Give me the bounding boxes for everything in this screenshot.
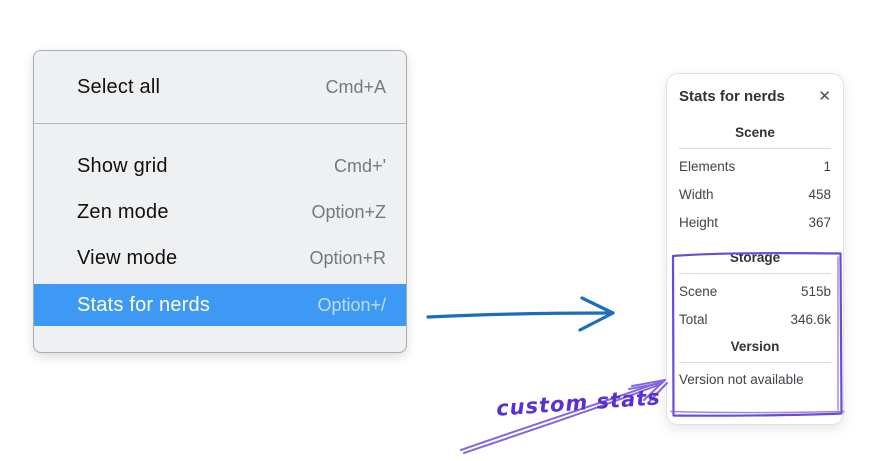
menu-section-main: Show grid Cmd+' Zen mode Option+Z View m… bbox=[34, 124, 406, 326]
stat-value: 1 bbox=[823, 158, 831, 174]
stat-row-height: Height 367 bbox=[679, 208, 831, 236]
stat-row-width: Width 458 bbox=[679, 180, 831, 208]
menu-item-shortcut: Option+Z bbox=[311, 201, 386, 222]
menu-item-label: View mode bbox=[77, 246, 178, 269]
scene-heading: Scene bbox=[735, 125, 775, 140]
stat-value: 346.6k bbox=[790, 311, 831, 327]
menu-item-show-grid[interactable]: Show grid Cmd+' bbox=[34, 143, 406, 189]
stat-value: 515b bbox=[800, 283, 831, 299]
stat-row-elements: Elements 1 bbox=[679, 152, 831, 180]
stat-label: Width bbox=[679, 186, 714, 202]
scene-section: Scene Elements 1 Width 458 Height 367 bbox=[679, 125, 831, 236]
stat-label: Scene bbox=[679, 283, 718, 299]
menu-divider bbox=[34, 123, 406, 124]
menu-item-shortcut: Option+R bbox=[309, 247, 386, 268]
stats-panel-header: Stats for nerds ✕ bbox=[679, 84, 831, 108]
storage-heading: Storage bbox=[729, 250, 781, 265]
version-note: Version not available bbox=[679, 372, 804, 387]
section-divider bbox=[679, 273, 831, 274]
menu-item-label: Select all bbox=[77, 75, 161, 98]
flow-arrow bbox=[426, 296, 615, 332]
menu-item-select-all[interactable]: Select all Cmd+A bbox=[34, 65, 406, 109]
stats-panel: Stats for nerds ✕ Scene Elements 1 Width… bbox=[666, 73, 844, 425]
menu-item-shortcut: Option+/ bbox=[317, 294, 386, 315]
menu-item-view-mode[interactable]: View mode Option+R bbox=[34, 235, 406, 281]
stat-label: Elements bbox=[679, 158, 736, 174]
menu-item-stats-for-nerds[interactable]: Stats for nerds Option+/ bbox=[34, 284, 406, 326]
version-heading: Version bbox=[730, 339, 780, 354]
storage-section: Storage Scene 515b Total 346.6k bbox=[679, 250, 831, 333]
menu-item-shortcut: Cmd+A bbox=[325, 76, 386, 97]
section-divider bbox=[679, 148, 831, 149]
menu-section-top: Select all Cmd+A bbox=[34, 51, 406, 109]
menu-item-label: Stats for nerds bbox=[77, 293, 211, 316]
version-section: Version Version not available bbox=[679, 339, 831, 391]
stat-value: 367 bbox=[808, 214, 831, 230]
stat-label: Height bbox=[679, 214, 719, 230]
stat-row-scene-storage: Scene 515b bbox=[679, 277, 831, 305]
menu-item-zen-mode[interactable]: Zen mode Option+Z bbox=[34, 189, 406, 235]
section-divider bbox=[679, 362, 831, 363]
annotation-label: custom stats bbox=[495, 385, 662, 421]
context-menu: Select all Cmd+A Show grid Cmd+' Zen mod… bbox=[33, 50, 407, 353]
menu-item-label: Show grid bbox=[77, 154, 168, 177]
menu-item-label: Zen mode bbox=[77, 200, 169, 223]
close-icon[interactable]: ✕ bbox=[818, 86, 831, 105]
stats-panel-title: Stats for nerds bbox=[679, 87, 785, 105]
menu-item-shortcut: Cmd+' bbox=[334, 155, 386, 176]
stat-label: Total bbox=[679, 311, 708, 327]
stat-row-total-storage: Total 346.6k bbox=[679, 305, 831, 333]
stat-value: 458 bbox=[808, 186, 831, 202]
